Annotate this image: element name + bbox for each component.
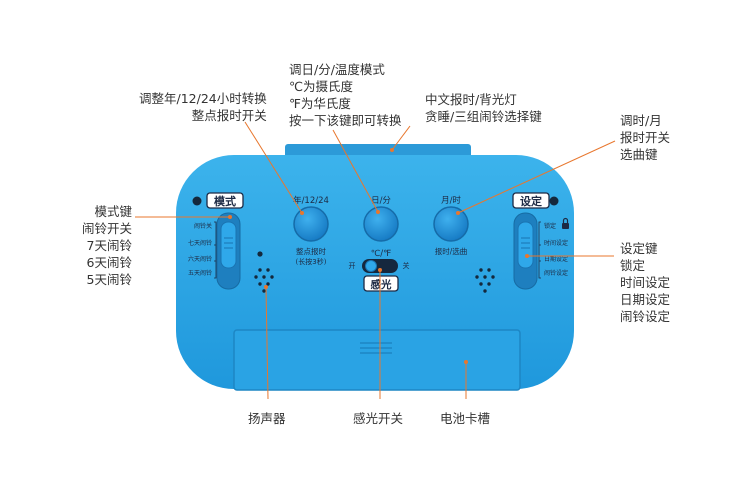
callout-mode-key: 模式键 闹铃开关 7天闹铃 6天闹铃 5天闹铃 — [78, 203, 132, 288]
sensor-title: 感光 — [371, 278, 392, 291]
callout-line: 整点报时开关 — [191, 108, 267, 123]
button-day-label: 日/分 — [371, 196, 391, 206]
callout-line: 7天闹铃 — [86, 238, 132, 253]
callout-line: 设定键 — [620, 241, 658, 256]
year-12-24-button[interactable] — [293, 206, 329, 242]
sensor-title-box — [363, 275, 399, 292]
set-label-lock: 锁定 — [544, 222, 556, 230]
day-minute-button[interactable] — [363, 206, 399, 242]
leader-day-minute — [332, 129, 379, 213]
mode-title: 模式 — [214, 194, 236, 208]
callout-line: 感光开关 — [353, 411, 404, 426]
mode-slider-knob[interactable] — [220, 221, 237, 269]
mode-label-6day: 六天闹铃 — [188, 255, 212, 263]
screw-hole — [192, 196, 202, 206]
battery-compartment — [233, 329, 521, 391]
callout-line: 调整年/12/24小时转换 — [139, 91, 267, 106]
callout-line: 调时/月 — [620, 113, 662, 128]
callout-battery: 电池卡槽 — [440, 410, 490, 427]
callout-day-minute-temp: 调日/分/温度模式 ℃为摄氏度 ℉为华氏度 按一下该键即可转换 — [289, 61, 402, 129]
callout-line: 按一下该键即可转换 — [289, 113, 402, 128]
callout-line: 闹铃设定 — [620, 309, 671, 324]
mode-label-alarm-off: 闹铃关 — [194, 222, 212, 230]
set-label-alarm: 闹铃设定 — [544, 269, 568, 277]
speaker-grille-left — [254, 268, 274, 293]
button-year-sublabel: 整点报时 — [296, 246, 326, 256]
mode-label-7day: 七天闹铃 — [188, 239, 212, 247]
mode-bracket — [214, 221, 217, 279]
callout-hour-month: 调时/月 报时开关 选曲键 — [620, 112, 670, 163]
leader-hour-month — [457, 140, 616, 214]
set-title: 设定 — [520, 194, 542, 208]
sensor-unit-label: ℃/℉ — [371, 249, 392, 259]
set-label-time: 时间设定 — [544, 239, 568, 247]
callout-line: 中文报时/背光灯 — [425, 92, 517, 107]
leader-chinese-report — [391, 125, 411, 151]
button-month-sublabel: 报时/选曲 — [435, 246, 468, 256]
callout-line: 贪睡/三组闹铃选择键 — [425, 109, 542, 124]
callout-line: 选曲键 — [620, 147, 658, 162]
leader-hour-format — [244, 121, 303, 214]
sensor-on-label: 开 — [349, 262, 356, 270]
screw-hole — [549, 196, 559, 206]
set-slider-knob[interactable] — [517, 221, 534, 269]
leader-speaker — [265, 286, 269, 400]
speaker-grille-right — [475, 268, 495, 293]
light-sensor-switch-knob[interactable] — [365, 260, 377, 272]
set-label-date: 日期设定 — [544, 255, 568, 263]
button-year-label: 年/12/24 — [293, 195, 329, 206]
callout-line: 闹铃开关 — [81, 221, 132, 236]
callout-light-switch: 感光开关 — [353, 410, 403, 427]
callout-line: ℉为华氏度 — [289, 96, 351, 111]
callout-line: 模式键 — [94, 204, 132, 219]
callout-line: 时间设定 — [620, 275, 671, 290]
sensor-off-label: 关 — [403, 261, 410, 270]
callout-line: 日期设定 — [620, 292, 671, 307]
set-bracket — [538, 221, 541, 279]
callout-line: 调日/分/温度模式 — [289, 62, 385, 77]
callout-speaker: 扬声器 — [248, 410, 286, 427]
set-title-box — [512, 192, 550, 209]
callout-line: 电池卡槽 — [440, 411, 491, 426]
callout-line: 扬声器 — [248, 411, 286, 426]
mode-title-box — [206, 192, 244, 209]
callout-line: 锁定 — [620, 258, 646, 273]
button-year-sublabel-2: (长按3秒) — [296, 257, 327, 266]
callout-line: 6天闹铃 — [86, 255, 132, 270]
button-month-label: 月/时 — [441, 195, 461, 206]
month-hour-button[interactable] — [433, 206, 469, 242]
callout-line: 5天闹铃 — [86, 272, 132, 287]
callout-hour-format: 调整年/12/24小时转换 整点报时开关 — [139, 90, 267, 124]
callout-line: ℃为摄氏度 — [289, 79, 354, 94]
callout-chinese-report: 中文报时/背光灯 贪睡/三组闹铃选择键 — [425, 91, 542, 125]
lock-icon — [562, 217, 569, 229]
mode-label-5day: 五天闹铃 — [188, 269, 212, 277]
light-sensor-dot — [257, 251, 263, 257]
callout-line: 报时开关 — [620, 130, 671, 145]
callout-set-key: 设定键 锁定 时间设定 日期设定 闹铃设定 — [620, 240, 670, 325]
